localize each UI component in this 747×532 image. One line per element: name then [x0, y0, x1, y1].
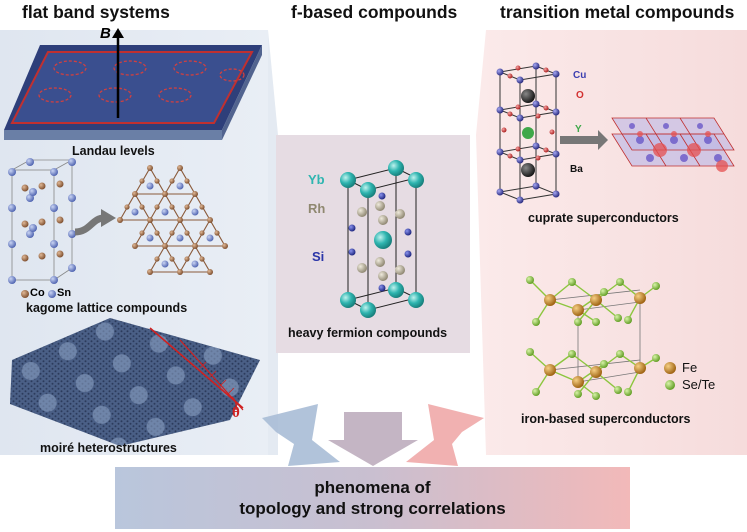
co-legend-dot	[21, 290, 29, 298]
iron-layer-2	[526, 348, 660, 400]
kagome-2d-atoms	[117, 165, 228, 275]
kagome-crystal-atoms	[8, 158, 76, 284]
header-transition-metal: transition metal compounds	[500, 2, 735, 22]
cuprate-atoms	[496, 62, 560, 204]
label-rh: Rh	[308, 201, 326, 216]
caption-heavy-fermion: heavy fermion compounds	[288, 326, 448, 340]
sete-legend-dot	[665, 380, 675, 390]
moire-illustration	[10, 318, 260, 446]
caption-iron-based: iron-based superconductors	[521, 412, 691, 426]
header-flat-band: flat band systems	[22, 2, 170, 22]
fe-legend-dot	[664, 362, 676, 374]
heavy-fermion-atoms	[340, 160, 424, 318]
phenomena-line-1: phenomena of	[314, 478, 431, 497]
landau-levels-illustration	[4, 28, 262, 140]
cuprate-arrow	[560, 130, 608, 150]
legend-co: Co	[30, 287, 45, 299]
legend-sn: Sn	[57, 287, 72, 299]
header-f-based: f-based compounds	[291, 2, 458, 22]
caption-cuprate: cuprate superconductors	[528, 211, 679, 225]
sn-legend-dot	[48, 290, 56, 298]
legend-sete: Se/Te	[682, 377, 716, 392]
arrow-center	[328, 412, 418, 466]
center-panel-bg	[276, 135, 470, 353]
twist-angle-label: θ	[232, 405, 240, 421]
label-ba: Ba	[570, 164, 583, 175]
caption-moire: moiré heterostructures	[40, 441, 177, 455]
kagome-2d-sn	[131, 182, 214, 268]
phenomena-line-2: topology and strong correlations	[239, 499, 506, 518]
iron-layer-1	[526, 276, 660, 326]
legend-fe: Fe	[682, 360, 698, 375]
label-yb: Yb	[308, 172, 325, 187]
label-o: O	[576, 90, 584, 101]
magnetic-field-label: B	[100, 25, 111, 42]
phenomena-box: phenomena of topology and strong correla…	[115, 467, 630, 529]
arrow-left	[262, 404, 340, 466]
arrow-right	[406, 404, 484, 466]
caption-landau-levels: Landau levels	[72, 144, 155, 158]
label-si: Si	[312, 249, 325, 264]
label-y: Y	[575, 124, 582, 135]
cuo2-plane	[611, 117, 735, 172]
caption-kagome: kagome lattice compounds	[26, 301, 188, 315]
label-cu: Cu	[573, 70, 587, 81]
